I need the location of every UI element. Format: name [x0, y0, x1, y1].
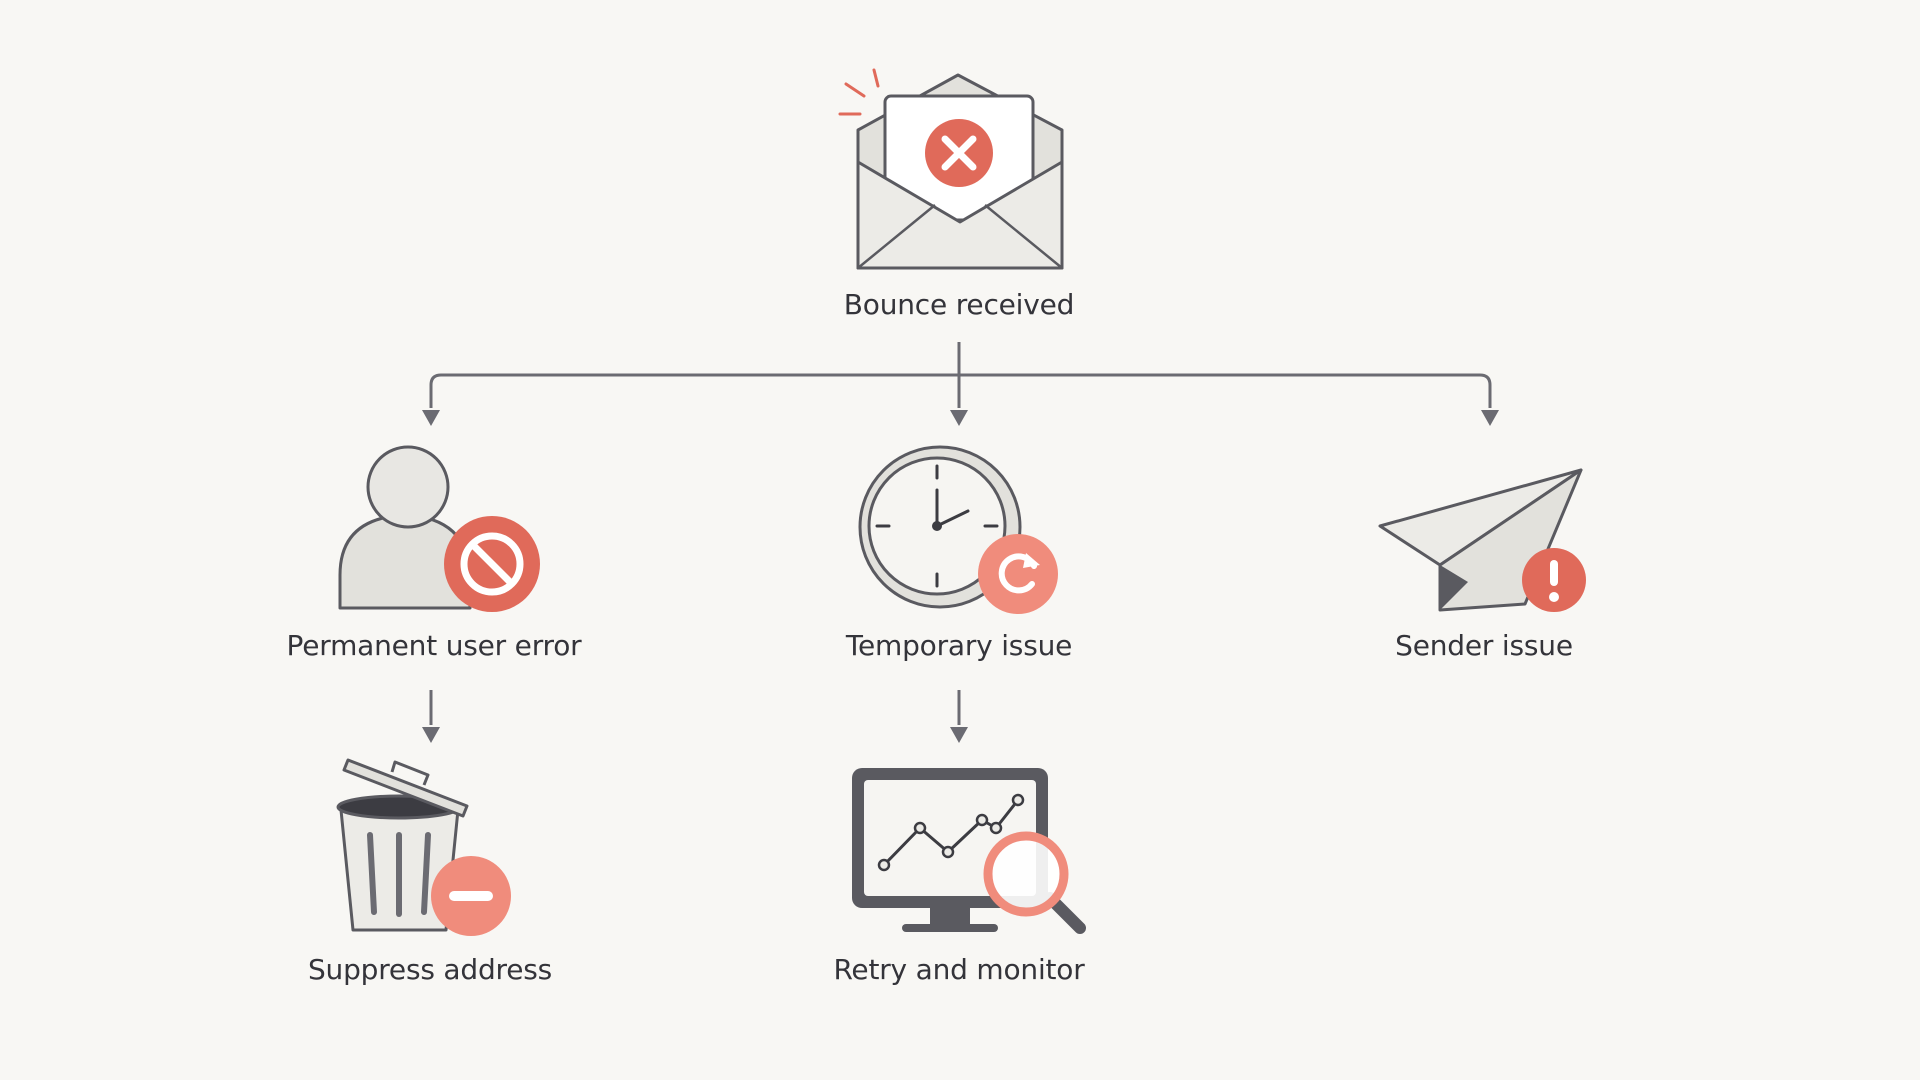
- retry-and-monitor-label: Retry and monitor: [833, 953, 1085, 986]
- suppress-address-label: Suppress address: [307, 953, 553, 986]
- arrowheads: [422, 410, 1499, 743]
- connectors: [429, 342, 1492, 725]
- trash-remove-icon: [336, 758, 511, 936]
- arrow-to-temporary: [950, 410, 968, 426]
- arrow-to-permanent: [422, 410, 440, 426]
- monitor-search-icon: [852, 768, 1086, 934]
- arrow-to-sender: [1481, 410, 1499, 426]
- temporary-issue-label: Temporary issue: [845, 629, 1073, 662]
- envelope-error-icon: [838, 68, 1064, 270]
- sender-issue-label: Sender issue: [1395, 629, 1573, 662]
- paper-plane-alert-icon: [1378, 468, 1586, 612]
- arrow-to-retry: [950, 727, 968, 743]
- clock-retry-icon: [858, 445, 1058, 614]
- arrow-to-suppress: [422, 727, 440, 743]
- user-blocked-icon: [338, 445, 540, 612]
- permanent-user-error-label: Permanent user error: [286, 629, 582, 662]
- bounce-received-label: Bounce received: [843, 288, 1075, 321]
